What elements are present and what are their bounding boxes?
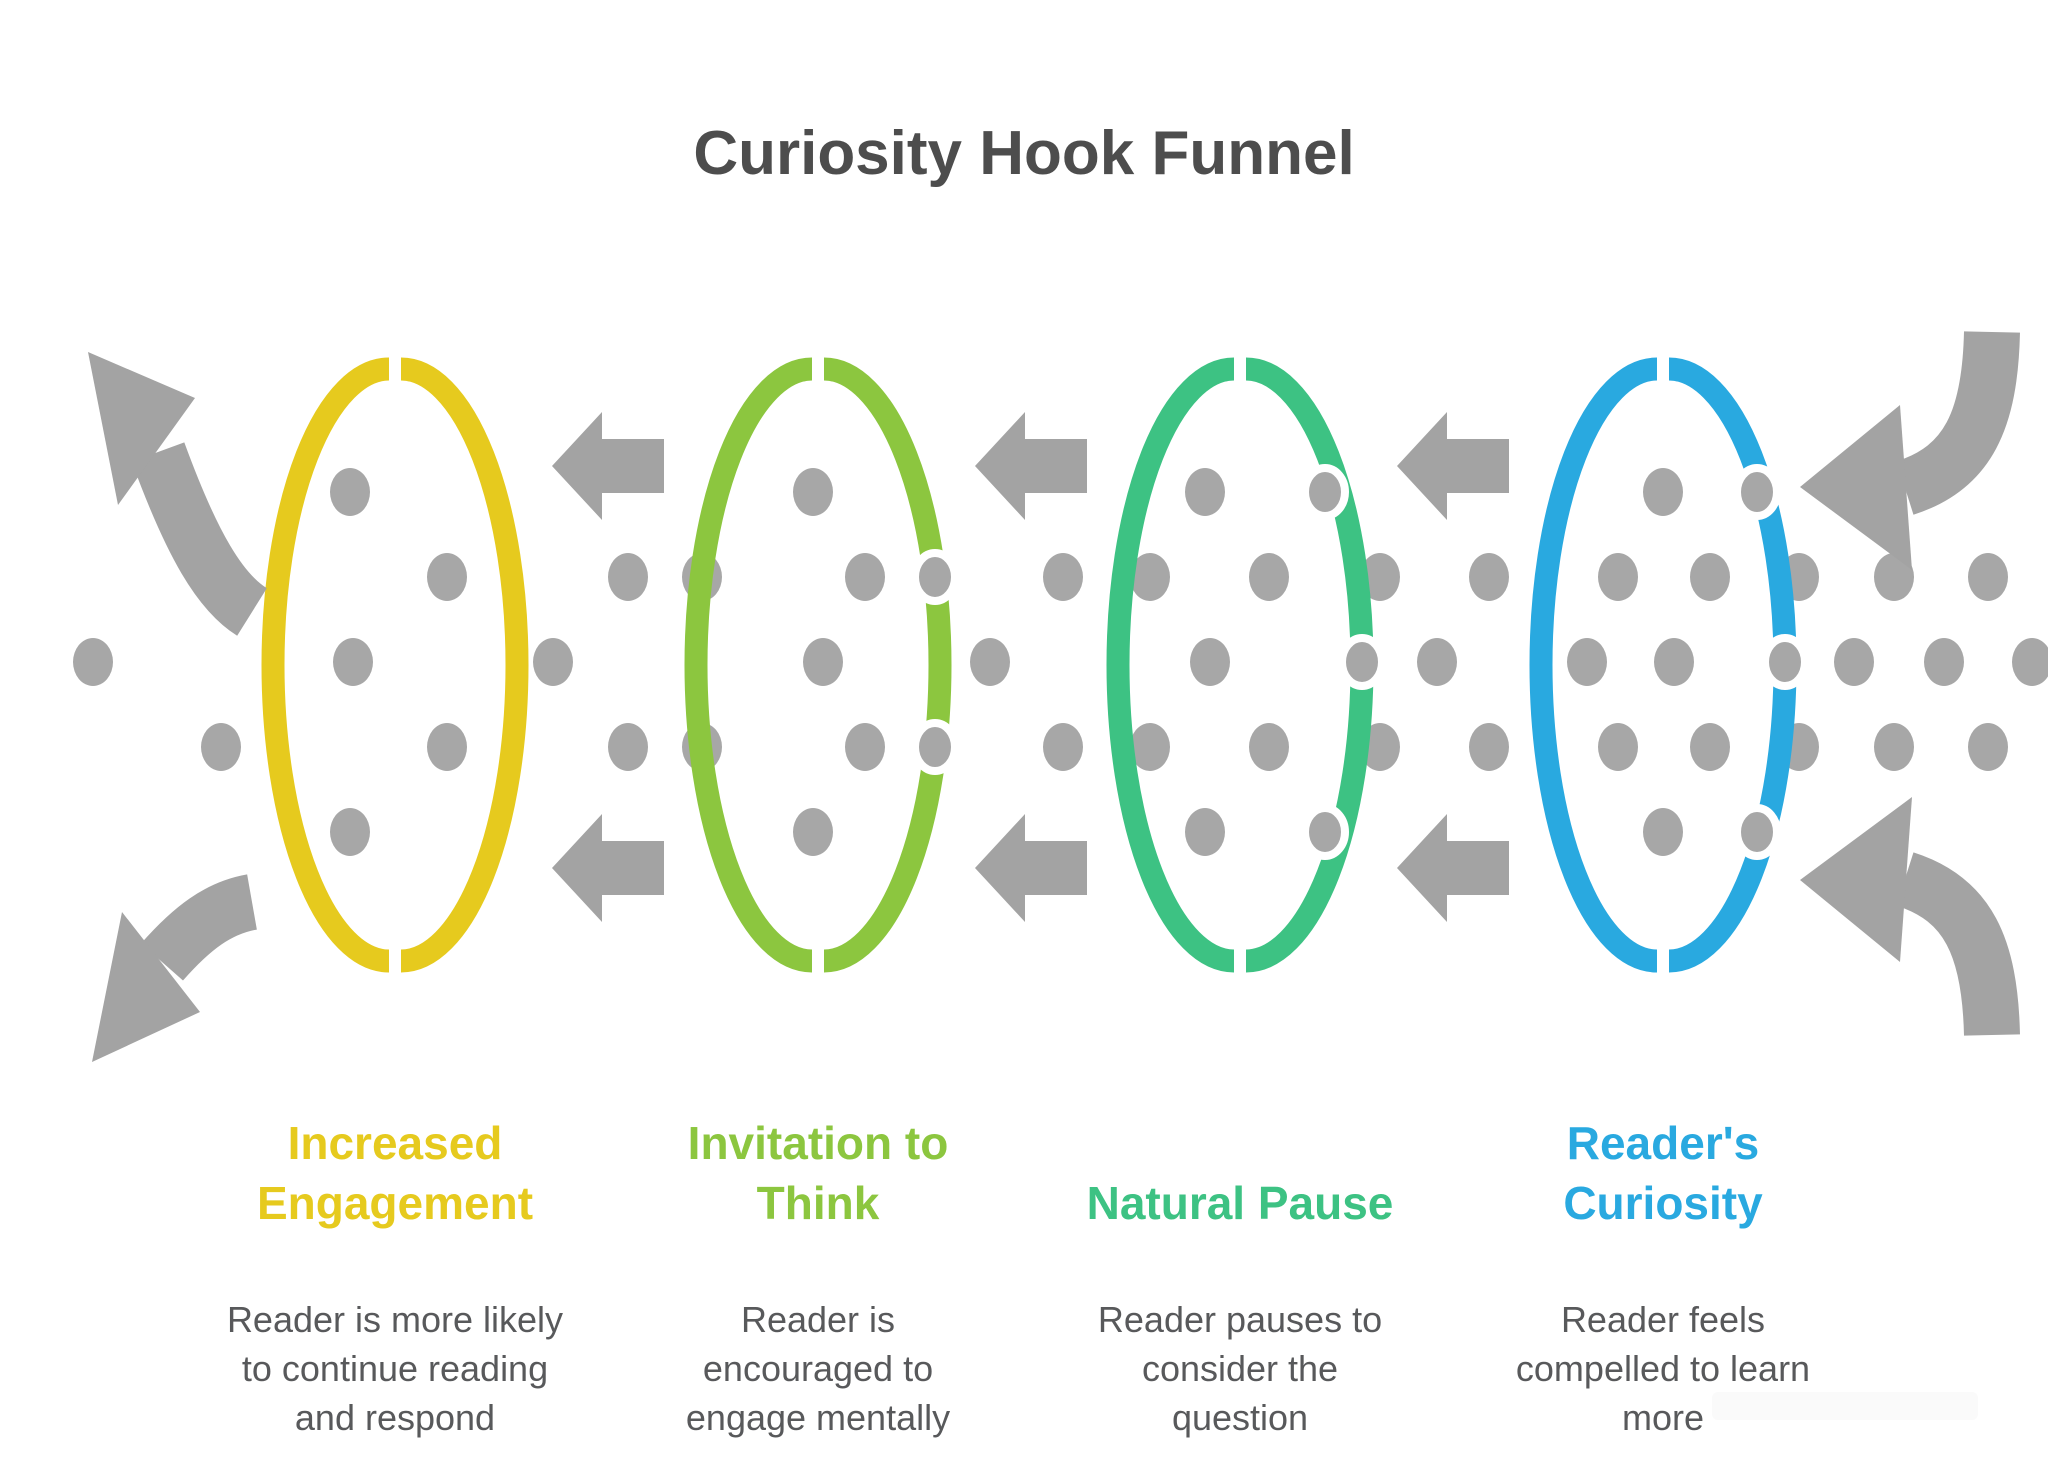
watermark-box [1712,1392,1978,1420]
reader-dot [1360,553,1400,601]
reader-dot [1874,553,1914,601]
funnel-ring-increased-engagement-right-arc [400,357,529,973]
funnel-ring-increased-engagement-left-arc [261,357,390,973]
curved-arrow-bottom-left [141,874,258,981]
curved-arrow-top-left-head [88,352,195,505]
diagram-title: Curiosity Hook Funnel [693,119,1355,188]
reader-dot-highlighted [1338,634,1386,690]
reader-dot-highlighted [911,549,959,605]
reader-dot [1469,553,1509,601]
reader-dot [1968,723,2008,771]
reader-dot [1043,553,1083,601]
reader-dot [1567,638,1607,686]
reader-dot [793,468,833,516]
reader-dot [1043,723,1083,771]
curved-arrow-top-right [1895,331,2020,515]
reader-dot [1643,468,1683,516]
reader-dot [73,638,113,686]
reader-dot [1598,723,1638,771]
curved-arrow-bottom-left-head [92,912,200,1062]
reader-dot [793,808,833,856]
funnel-ring-natural-pause-left-arc [1106,357,1235,973]
reader-dot [1190,638,1230,686]
reader-dot [427,553,467,601]
funnel-ring-invitation-to-think-left-arc [684,357,813,973]
reader-dot-highlighted [1761,634,1809,690]
reader-dot [201,723,241,771]
reader-dot [427,723,467,771]
reader-dot [845,723,885,771]
reader-dot [1690,553,1730,601]
reader-dot [1968,553,2008,601]
left-flow-arrow-icon [975,814,1087,922]
reader-dot [1690,723,1730,771]
reader-dot [845,553,885,601]
reader-dot [330,468,370,516]
funnel-ring-invitation-to-think-right-arc [823,357,952,973]
reader-dot-highlighted [1733,464,1781,520]
reader-dot [333,638,373,686]
reader-dot-highlighted [1733,804,1781,860]
reader-dot-highlighted [1301,804,1349,860]
reader-dot [533,638,573,686]
reader-dot [1185,808,1225,856]
left-flow-arrow-icon [1397,814,1509,922]
reader-dot [803,638,843,686]
reader-dot [1417,638,1457,686]
reader-dot [970,638,1010,686]
left-flow-arrow-icon [552,412,664,520]
reader-dot [1130,553,1170,601]
reader-dot [1249,553,1289,601]
reader-dot [1654,638,1694,686]
reader-dot [1469,723,1509,771]
reader-dot [2012,638,2048,686]
reader-dot [1643,808,1683,856]
reader-dot [1834,638,1874,686]
funnel-ring-readers-curiosity-left-arc [1529,357,1658,973]
left-flow-arrow-icon [552,814,664,922]
reader-dot [330,808,370,856]
reader-dot-highlighted [911,719,959,775]
stage-label: Natural Pause [1086,1177,1394,1230]
reader-dot-highlighted [1301,464,1349,520]
curved-arrow-top-right-head [1800,405,1912,570]
reader-dot [608,723,648,771]
left-flow-arrow-icon [1397,412,1509,520]
reader-dot [1185,468,1225,516]
curved-arrow-top-left [131,442,268,636]
reader-dot [1598,553,1638,601]
curved-arrow-bottom-right [1895,852,2020,1036]
reader-dot [608,553,648,601]
reader-dot [1924,638,1964,686]
left-flow-arrow-icon [975,412,1087,520]
reader-dot [1874,723,1914,771]
curved-arrow-bottom-right-head [1800,797,1912,962]
reader-dot [1249,723,1289,771]
reader-dot [1130,723,1170,771]
